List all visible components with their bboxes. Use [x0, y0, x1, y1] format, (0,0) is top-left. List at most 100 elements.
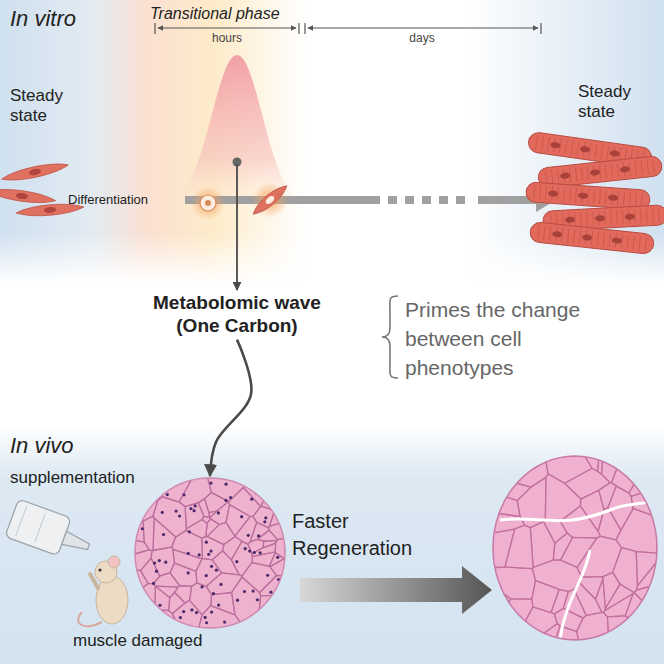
muscle-fiber	[229, 488, 261, 517]
muscle-fiber	[495, 480, 531, 501]
infiltrating-cell	[187, 552, 190, 555]
infiltrating-cell	[252, 589, 255, 592]
bracket-tick	[304, 23, 305, 34]
damaged-muscle	[135, 478, 285, 628]
muscle-fiber	[153, 497, 186, 537]
infiltrating-cell	[240, 515, 243, 518]
flow-arrow	[210, 340, 251, 476]
infiltrating-cell	[166, 493, 169, 496]
muscle-fiber	[604, 594, 633, 617]
node-text: In vivo	[10, 433, 74, 459]
infiltrating-cell	[139, 483, 142, 486]
healthy-muscle	[493, 456, 657, 640]
round-cell	[200, 195, 216, 211]
cell-nucleus	[205, 200, 211, 206]
infiltrating-cell	[257, 618, 260, 621]
node-text: Metabolomic wave (One Carbon)	[137, 292, 337, 338]
infiltrating-cell	[182, 493, 185, 496]
infiltrating-cell	[224, 499, 227, 502]
infiltrating-cell	[244, 547, 247, 550]
node-text: In vitro	[10, 6, 76, 32]
muscle-fiber	[143, 516, 154, 551]
infiltrating-cell	[179, 616, 182, 619]
progress-dash	[439, 196, 448, 204]
infiltrating-cell	[276, 556, 279, 559]
infiltrating-cell	[223, 620, 226, 623]
infiltrating-cell	[204, 616, 207, 619]
metabolomic-wave: Metabolomic wave (One Carbon)	[137, 292, 337, 338]
infiltrating-cell	[205, 541, 208, 544]
annotation-label: hours	[202, 31, 252, 45]
infiltrating-cell	[248, 484, 251, 487]
time-bracket	[308, 28, 538, 29]
infiltrating-cell	[141, 527, 144, 530]
muscle-outline	[493, 456, 657, 640]
muscle-fiber	[186, 520, 207, 538]
infiltrating-cell	[210, 610, 213, 613]
annotation-label: supplementation	[10, 468, 135, 488]
muscle-fiber	[135, 584, 155, 612]
infiltrating-cell	[144, 607, 147, 610]
regeneration-arrow	[300, 566, 492, 614]
myotube	[525, 182, 650, 211]
muscle-fiber	[199, 606, 244, 628]
progress-dash	[422, 196, 431, 204]
muscle-fiber	[135, 611, 156, 628]
damaged-muscle: muscle damaged	[135, 478, 285, 628]
infiltrating-cell	[259, 551, 262, 554]
infiltrating-cell	[235, 560, 238, 563]
infiltrating-cell	[187, 571, 190, 574]
infiltrating-cell	[194, 504, 197, 507]
infiltrating-cell	[236, 599, 239, 602]
infiltrating-cell	[229, 496, 232, 499]
infiltrating-cell	[248, 549, 251, 552]
infiltrating-cell	[182, 610, 185, 613]
cell-glow	[191, 186, 225, 220]
infiltrating-cell	[190, 608, 193, 611]
infiltrating-cell	[140, 591, 143, 594]
annotation-label: Steady state	[578, 82, 654, 123]
fibroblast-cell	[0, 186, 56, 206]
muscle-fiber	[545, 474, 580, 521]
infiltrating-cell	[243, 590, 246, 593]
muscle-fiber	[196, 559, 222, 587]
bracket-tick	[540, 23, 541, 34]
infiltrating-cell	[212, 592, 215, 595]
vivo-band	[0, 425, 664, 664]
muscle-fiber	[505, 525, 533, 569]
bracket-tick	[154, 23, 155, 34]
infiltrating-cell	[219, 583, 222, 586]
band-fade	[0, 0, 664, 284]
infiltrating-cell	[205, 574, 208, 577]
infiltrating-cell	[207, 553, 210, 556]
infiltrating-cell	[272, 605, 275, 608]
muscle-fiber	[532, 581, 559, 613]
infiltrating-cell	[158, 604, 161, 607]
muscle-fiber	[544, 520, 568, 543]
muscle-fiber	[279, 596, 285, 606]
infiltrating-cell	[153, 561, 156, 564]
infiltrating-cell	[224, 483, 227, 486]
muscle-fiber	[493, 456, 514, 475]
muscle-fiber	[554, 608, 583, 631]
infiltrating-cell	[209, 481, 212, 484]
infiltrating-cell	[263, 520, 266, 523]
muscle-fiber	[135, 478, 142, 489]
infiltrating-cell	[175, 509, 178, 512]
muscle-outline	[135, 478, 285, 628]
muscle-fiber	[493, 471, 505, 494]
infiltrating-cell	[162, 533, 165, 536]
infiltrating-cell	[155, 570, 158, 573]
infiltrating-cell	[178, 514, 181, 517]
muscle-fiber	[209, 511, 217, 517]
muscle-fiber	[135, 550, 152, 571]
myotube	[529, 222, 654, 255]
infiltrating-cell	[152, 582, 155, 585]
infiltrating-cell	[256, 485, 259, 488]
infiltrating-cell	[195, 611, 198, 614]
infiltrating-cell	[209, 549, 212, 552]
progress-dash	[405, 196, 414, 204]
